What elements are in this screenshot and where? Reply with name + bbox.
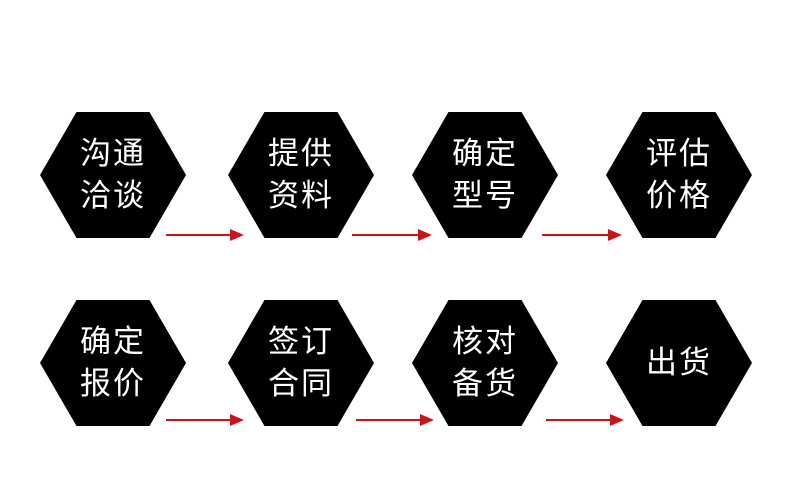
step-label-3-line1: 确定: [452, 136, 518, 172]
step-label-4-line1: 评估: [646, 136, 712, 172]
step-node-4: 评估 价格: [606, 112, 752, 238]
step-node-8: 出货: [606, 300, 752, 426]
step-label-3-line2: 型号: [452, 178, 518, 214]
arrow-7-to-8: [546, 413, 624, 427]
step-label-5-line1: 确定: [80, 324, 146, 360]
arrow-1-to-2: [166, 228, 244, 242]
step-label-1-line1: 沟通: [80, 136, 146, 172]
step-node-1: 沟通 洽谈: [40, 112, 186, 238]
step-label-6-line2: 合同: [268, 366, 334, 402]
step-label-2-line1: 提供: [268, 136, 334, 172]
step-label-8-line1: 出货: [646, 345, 712, 381]
step-label-1-line2: 洽谈: [80, 178, 146, 214]
step-label-2-line2: 资料: [268, 178, 334, 214]
step-label-5-line2: 报价: [80, 366, 146, 402]
step-label-7-line2: 备货: [452, 366, 518, 402]
step-label-6-line1: 签订: [268, 324, 334, 360]
step-node-7: 核对 备货: [412, 300, 558, 426]
step-label-7-line1: 核对: [452, 324, 518, 360]
step-node-6: 签订 合同: [228, 300, 374, 426]
arrow-3-to-4: [542, 228, 622, 242]
arrow-5-to-6: [166, 413, 244, 427]
arrow-6-to-7: [356, 413, 434, 427]
step-node-2: 提供 资料: [228, 112, 374, 238]
step-node-5: 确定 报价: [40, 300, 186, 426]
step-label-4-line2: 价格: [646, 178, 712, 214]
step-node-3: 确定 型号: [412, 112, 558, 238]
arrow-2-to-3: [352, 228, 432, 242]
